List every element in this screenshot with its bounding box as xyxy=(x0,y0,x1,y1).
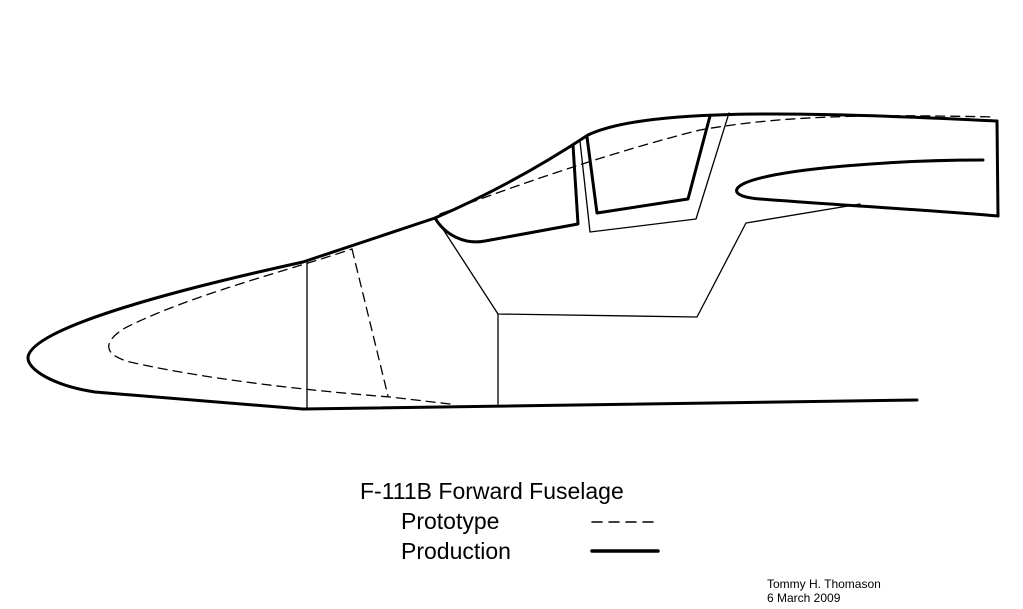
author-credit: Tommy H. Thomason xyxy=(767,577,881,591)
production-outline-lower xyxy=(301,398,919,411)
legend-label-production: Production xyxy=(401,538,511,564)
structure-fuselage-panel xyxy=(436,203,861,318)
production-canopy-frame xyxy=(585,114,712,215)
diagram-title: F-111B Forward Fuselage xyxy=(360,478,624,504)
production-intake-lip xyxy=(735,158,1000,218)
prototype-nose-bulkhead xyxy=(351,248,389,397)
prototype-canopy-line xyxy=(439,115,996,215)
production-outline-upper xyxy=(26,112,999,411)
legend-label-prototype: Prototype xyxy=(401,508,500,534)
prototype-nose-outline xyxy=(108,248,451,405)
production-windshield xyxy=(433,143,580,244)
production-tail-edge xyxy=(995,119,1000,218)
structure-canopy-inner xyxy=(579,112,730,233)
drawing-date: 6 March 2009 xyxy=(767,591,841,605)
